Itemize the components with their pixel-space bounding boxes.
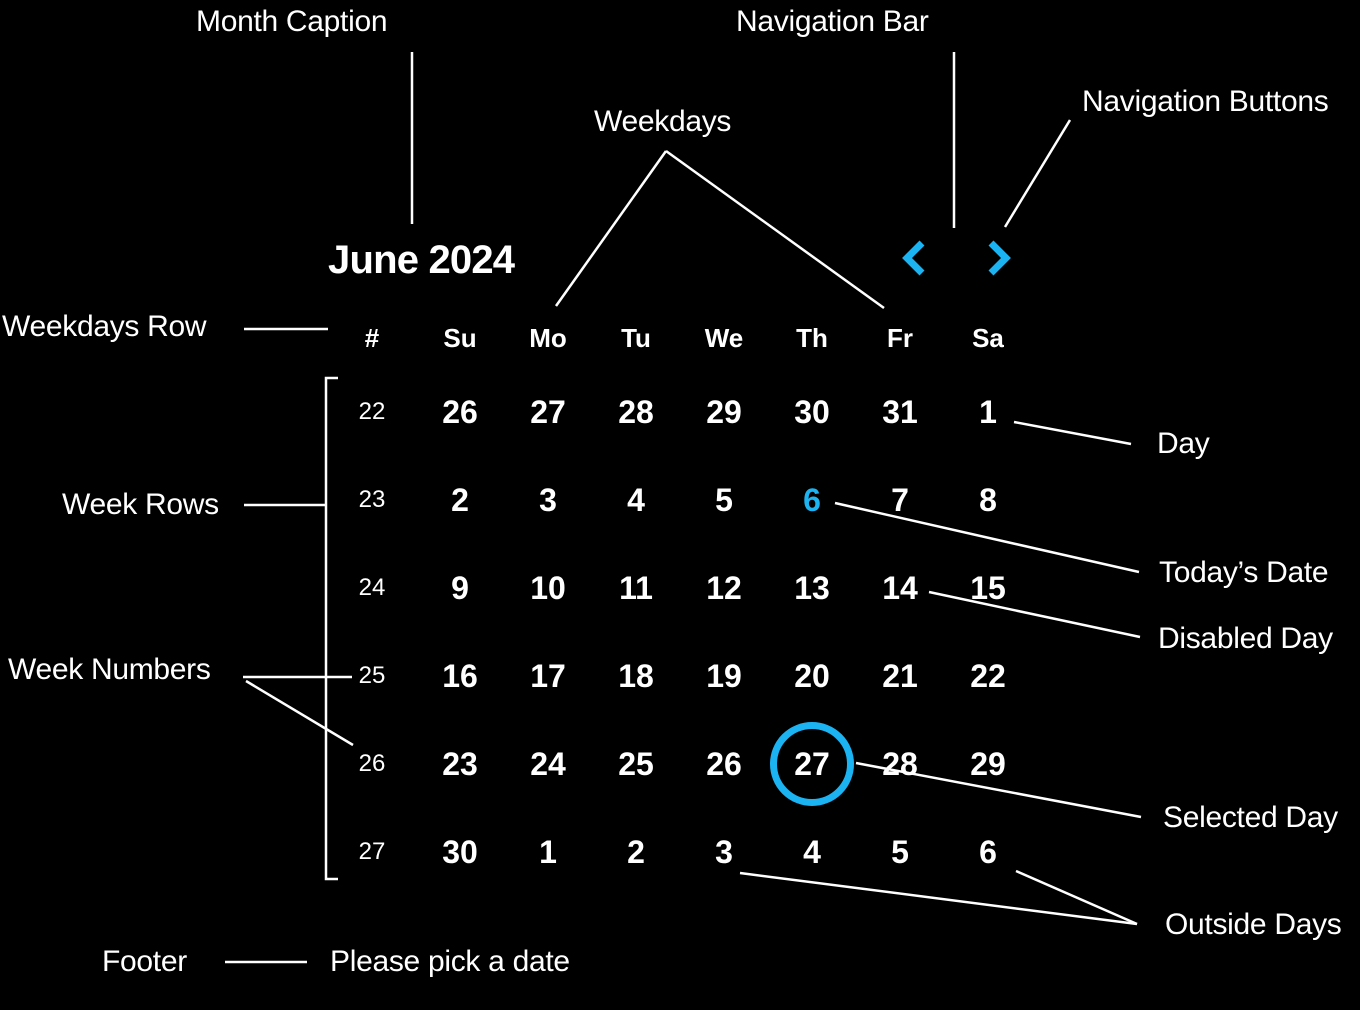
day-outside[interactable]: 6: [979, 833, 997, 870]
day-outside[interactable]: 28: [618, 393, 654, 430]
day-label: Day: [1157, 427, 1210, 460]
day-disabled: 14: [882, 569, 918, 606]
navigation-bar-label: Navigation Bar: [736, 5, 929, 38]
day[interactable]: 8: [979, 481, 997, 518]
week-number: 27: [358, 838, 386, 865]
week-number: 24: [358, 574, 386, 601]
day[interactable]: 20: [794, 657, 830, 694]
day-outside[interactable]: 4: [803, 833, 821, 870]
day[interactable]: 25: [618, 745, 654, 782]
weekday-header-weeknumber: #: [364, 322, 380, 353]
day[interactable]: 1: [979, 393, 997, 430]
weekday-header-mo: Mo: [529, 322, 567, 353]
week-number: 23: [358, 486, 386, 513]
day-outside[interactable]: 31: [882, 393, 918, 430]
weekday-header-sa: Sa: [972, 322, 1004, 353]
day[interactable]: 21: [882, 657, 918, 694]
day[interactable]: 24: [530, 745, 566, 782]
chevron-right-icon: [988, 240, 1011, 276]
navigation-buttons-label: Navigation Buttons: [1082, 85, 1329, 118]
next-month-button[interactable]: [972, 234, 1020, 282]
weekdays-row: # Su Mo Tu We Th Fr Sa: [328, 316, 1032, 360]
weekday-header-tu: Tu: [621, 322, 651, 353]
day-selected[interactable]: 27: [768, 720, 856, 808]
weekdays-row-label: Weekdays Row: [2, 310, 207, 343]
week-number: 26: [358, 750, 386, 777]
weekday-header-fr: Fr: [887, 322, 913, 353]
day[interactable]: 13: [794, 569, 830, 606]
day[interactable]: 2: [451, 481, 469, 518]
day[interactable]: 3: [539, 481, 557, 518]
weekdays-label: Weekdays: [594, 105, 732, 138]
day[interactable]: 11: [619, 569, 653, 606]
week-number: 25: [358, 662, 386, 689]
month-caption: June 2024: [328, 238, 515, 282]
week-numbers-label: Week Numbers: [8, 653, 211, 686]
day[interactable]: 28: [882, 745, 918, 782]
day[interactable]: 18: [618, 657, 654, 694]
day-today[interactable]: 6: [803, 481, 821, 518]
footer-label: Footer: [102, 945, 187, 978]
day[interactable]: 4: [627, 481, 645, 518]
day-outside[interactable]: 29: [706, 393, 742, 430]
day[interactable]: 7: [891, 481, 909, 518]
day-outside[interactable]: 5: [891, 833, 909, 870]
day-outside[interactable]: 30: [794, 393, 830, 430]
week-number: 22: [358, 398, 386, 425]
outside-days-label: Outside Days: [1165, 908, 1342, 941]
outside-days-line-right: [1015, 869, 1138, 926]
weekday-header-th: Th: [796, 322, 828, 353]
week-rows-label: Week Rows: [62, 488, 219, 521]
day[interactable]: 5: [715, 481, 733, 518]
weekday-header-su: Su: [443, 322, 477, 353]
day[interactable]: 12: [706, 569, 742, 606]
day-outside[interactable]: 1: [539, 833, 557, 870]
selected-day-label: Selected Day: [1163, 801, 1338, 834]
day[interactable]: 16: [442, 657, 478, 694]
day-outside[interactable]: 27: [530, 393, 566, 430]
day[interactable]: 30: [442, 833, 478, 870]
calendar-footer: Please pick a date: [330, 945, 570, 978]
day[interactable]: 26: [706, 745, 742, 782]
day[interactable]: 23: [442, 745, 478, 782]
weekdays-line-right: [665, 149, 885, 310]
previous-month-button[interactable]: [893, 234, 941, 282]
todays-date-label: Today’s Date: [1159, 556, 1329, 589]
day-outside[interactable]: 26: [442, 393, 478, 430]
day[interactable]: 29: [970, 745, 1006, 782]
day[interactable]: 22: [970, 657, 1006, 694]
day-outside[interactable]: 3: [715, 833, 733, 870]
day[interactable]: 10: [530, 569, 566, 606]
weekdays-line-left: [554, 150, 668, 307]
day[interactable]: 17: [530, 657, 566, 694]
chevron-left-icon: [902, 240, 925, 276]
disabled-day-label: Disabled Day: [1158, 622, 1333, 655]
weekday-header-we: We: [704, 322, 744, 353]
day-outside[interactable]: 2: [627, 833, 645, 870]
day[interactable]: 19: [706, 657, 742, 694]
day[interactable]: 9: [451, 569, 469, 606]
navigation-buttons-line: [1003, 119, 1072, 228]
month-caption-label: Month Caption: [196, 5, 388, 38]
day[interactable]: 15: [970, 569, 1006, 606]
